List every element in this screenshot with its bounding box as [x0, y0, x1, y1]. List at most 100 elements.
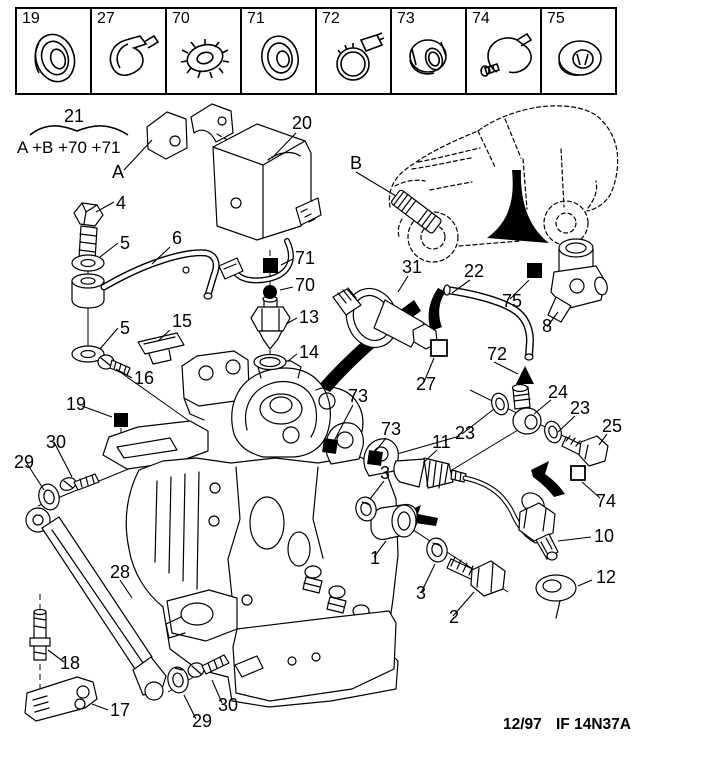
- grommet-seal-icon: [261, 35, 299, 81]
- part-13-temperature-switch: [250, 295, 291, 350]
- callout-70: 70: [295, 275, 315, 295]
- callout-75: 75: [502, 291, 522, 311]
- thumbnail-box-75: 75: [540, 7, 617, 95]
- callout-16: 16: [134, 368, 154, 388]
- marker-filled-square-73a: [322, 438, 338, 454]
- part-29-washer-lower: [167, 666, 189, 694]
- part-29-washer-upper: [38, 483, 60, 511]
- callout-30-upper: 30: [46, 432, 66, 452]
- callout-22: 22: [464, 261, 484, 281]
- footer: 12/97 IF 14N37A: [503, 716, 631, 733]
- callout-8: 8: [542, 316, 552, 336]
- thumbnail-box-74: 74: [465, 7, 542, 95]
- callout-12: 12: [596, 567, 616, 587]
- part-31-valve: [332, 287, 445, 353]
- part-1-spacer-bushing: [370, 503, 418, 541]
- part-23-washer-lower: [544, 420, 562, 444]
- part-25-bolt: [561, 435, 609, 467]
- part-22-hose: [443, 284, 534, 361]
- marker-filled-square-73b: [367, 450, 383, 466]
- callout-29-lower: 29: [192, 711, 212, 731]
- part-4-bolt: [73, 202, 104, 261]
- marker-filled-triangle-72: [516, 366, 534, 384]
- callout-23-lower: 23: [570, 398, 590, 418]
- thumbnail-number: 70: [172, 10, 190, 27]
- flanged-grommet-icon: [558, 40, 602, 76]
- callout-18: 18: [60, 653, 80, 673]
- thumbnail-box-72: 72: [315, 7, 392, 95]
- marker-filled-square-71: [263, 258, 278, 273]
- exploded-parts: [24, 103, 609, 722]
- callout-b: B: [350, 153, 362, 173]
- callout-17: 17: [110, 700, 130, 720]
- callout-24: 24: [548, 382, 568, 402]
- callout-2: 2: [449, 607, 459, 627]
- callout-15: 15: [172, 311, 192, 331]
- part-28-gas-strut: [25, 507, 167, 701]
- callout-29-upper: 29: [14, 452, 34, 472]
- part-3-lock-washer-lower: [426, 537, 448, 563]
- callout-4: 4: [116, 193, 126, 213]
- hose-clamp-icon: [336, 32, 385, 81]
- footer-plate-code: IF 14N37A: [556, 716, 631, 733]
- marker-filled-square-75: [527, 263, 542, 278]
- thumbnail-box-70: 70: [165, 7, 242, 95]
- callout-30-lower: 30: [218, 695, 238, 715]
- callout-31: 31: [402, 257, 422, 277]
- p-clip-icon: [109, 34, 160, 77]
- part-14-seal-ring: [253, 353, 287, 371]
- part-5-washers-and-spacer: [71, 254, 105, 363]
- callout-13: 13: [299, 307, 319, 327]
- nut-icon: [409, 39, 447, 75]
- callout-27: 27: [416, 374, 436, 394]
- grommet-seal-icon: [34, 33, 76, 83]
- assembly-note: 21 A +B +70 +71: [17, 106, 129, 157]
- part-18-stud: [29, 608, 51, 661]
- thumbnail-number: 27: [97, 10, 115, 27]
- callout-14: 14: [299, 342, 319, 362]
- callout-3-b: 3: [416, 583, 426, 603]
- callout-10: 10: [594, 526, 614, 546]
- part-10-sensor: [518, 492, 559, 561]
- thumbnail-number: 72: [322, 10, 340, 27]
- callout-a: A: [112, 162, 124, 182]
- thumbnail-number: 19: [22, 10, 40, 27]
- marker-open-square-74: [570, 465, 586, 481]
- assembly-brace: [29, 125, 129, 136]
- callout-73-a: 73: [348, 386, 368, 406]
- thumbnail-number: 73: [397, 10, 415, 27]
- callout-28: 28: [110, 562, 130, 582]
- part-30-screw-upper: [59, 473, 100, 491]
- thumbnail-box-71: 71: [240, 7, 317, 95]
- part-3-lock-washer-upper: [355, 496, 377, 522]
- engine-pump-line-art: [102, 350, 399, 708]
- leader-lines: [25, 132, 608, 720]
- callout-6: 6: [172, 228, 182, 248]
- callout-73-b: 73: [381, 419, 401, 439]
- part-17-link-arm: [24, 676, 98, 722]
- callout-labels: 20 A B 4 5 6 5 15 16 71 70 13 14 31 22 7…: [14, 113, 622, 731]
- callout-25: 25: [602, 416, 622, 436]
- screw-clamp-icon: [480, 32, 533, 77]
- marker-filled-circle-70: [263, 285, 277, 299]
- location-markers: [114, 258, 586, 481]
- assembly-group-number: 21: [64, 106, 84, 126]
- thumbnail-number: 74: [472, 10, 490, 27]
- part-20-preheater-unit: [212, 123, 322, 284]
- part-24-banjo-union: [511, 383, 542, 435]
- part-16-screw: [97, 354, 131, 376]
- callout-19: 19: [66, 394, 86, 414]
- callout-74: 74: [596, 491, 616, 511]
- part-6-pipe: [100, 249, 220, 300]
- assembly-formula: A +B +70 +71: [17, 138, 121, 157]
- part-8-support-bracket: [547, 238, 608, 323]
- callout-11: 11: [432, 432, 451, 452]
- thumbnail-box-19: 19: [15, 7, 92, 95]
- marker-open-square-27: [430, 339, 448, 357]
- callout-71: 71: [295, 248, 315, 268]
- callout-3-a: 3: [380, 463, 390, 483]
- callout-20: 20: [292, 113, 312, 133]
- callout-72: 72: [487, 344, 507, 364]
